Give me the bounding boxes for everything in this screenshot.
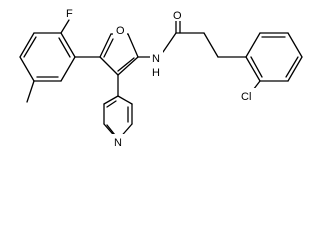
bond	[60, 56, 76, 82]
bond-inner	[117, 57, 135, 72]
bond	[99, 56, 119, 76]
atom-label-bg	[111, 134, 125, 148]
atom-label-bg	[150, 50, 163, 78]
bond-o-c	[127, 33, 139, 58]
atom-carbonyl-oxygen: O	[173, 10, 182, 22]
bond	[99, 33, 112, 58]
bond	[103, 95, 119, 105]
atom-amide-nitrogen: N	[152, 53, 160, 65]
atom-chlorine: Cl	[241, 91, 251, 103]
bond	[117, 95, 133, 105]
bond-inner	[103, 38, 114, 58]
atom-fluorine: F	[66, 8, 73, 20]
bond	[287, 56, 303, 82]
bond	[245, 56, 261, 82]
bond-methyl	[26, 80, 35, 103]
bond	[60, 32, 76, 58]
bond	[203, 32, 219, 58]
atom-label-bg	[169, 7, 183, 21]
bond-inner	[285, 56, 299, 78]
atom-label-bg	[113, 22, 127, 36]
bond-inner	[58, 37, 71, 58]
atom-label-bg	[63, 5, 75, 19]
bond-inner	[106, 124, 116, 136]
bond	[19, 32, 35, 58]
atom-amide-hydrogen: H	[152, 67, 160, 79]
atom-label-bg	[239, 88, 259, 102]
bond-inner	[23, 36, 37, 58]
chemical-structure-diagram: F O O N H N Cl	[19, 5, 303, 149]
bond-n-c	[162, 32, 177, 53]
bond	[117, 56, 139, 76]
bond-inner	[250, 56, 263, 78]
atom-ring-oxygen: O	[116, 25, 125, 37]
atom-pyridine-nitrogen: N	[114, 137, 122, 149]
atom-labels: F O O N H N Cl	[63, 5, 259, 149]
bond-c-f	[60, 19, 70, 34]
bond	[287, 32, 303, 58]
bonds	[19, 18, 303, 141]
bond	[19, 56, 35, 82]
bond	[245, 32, 261, 58]
bond-inner	[106, 100, 117, 108]
